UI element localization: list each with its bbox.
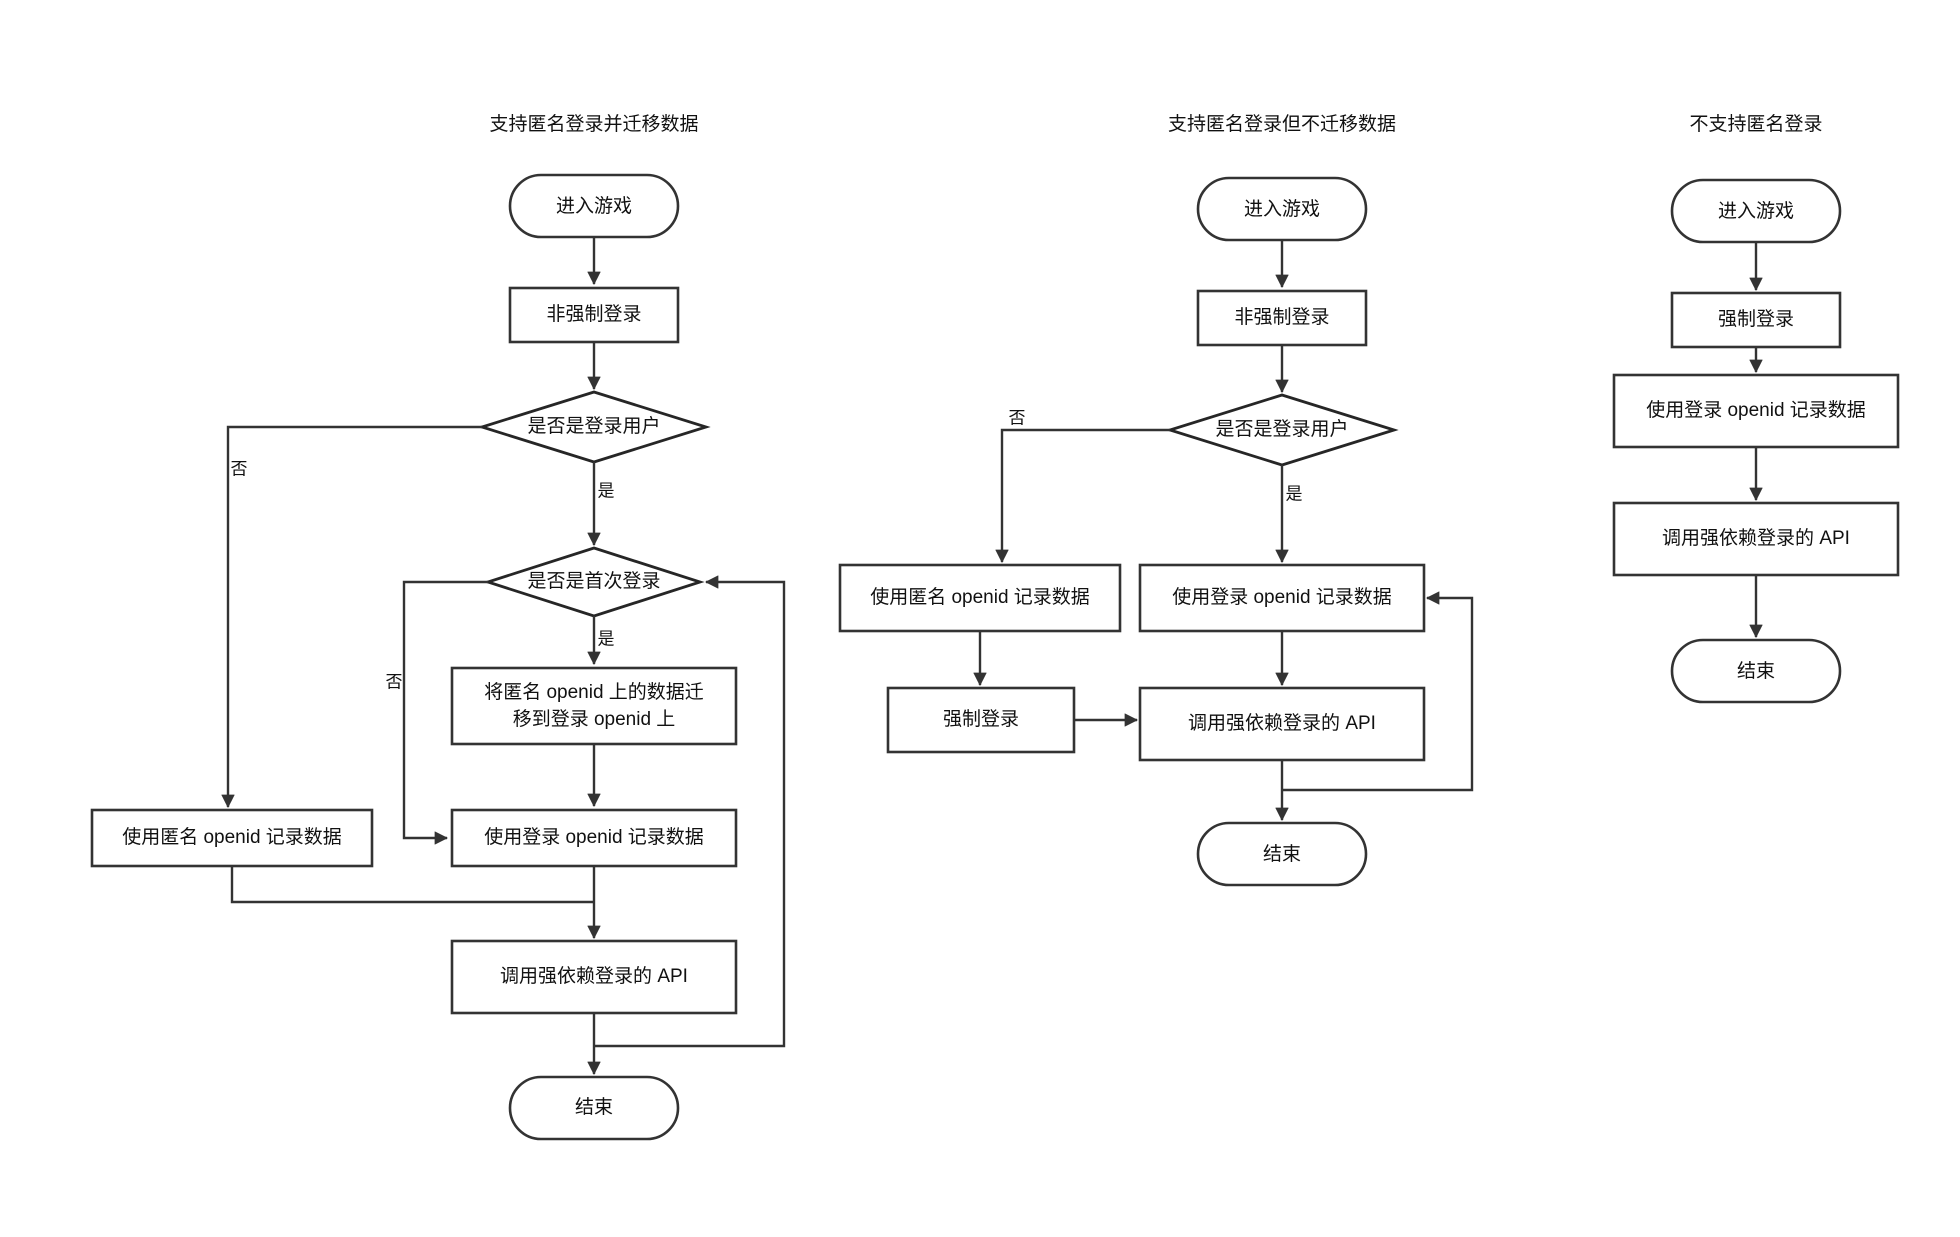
col2-edge-label-decision-no: 否 <box>1009 408 1026 427</box>
col2-loginmode-label: 非强制登录 <box>1234 306 1329 328</box>
col1-edge-label-decision2-yes: 是 <box>598 629 615 648</box>
col2-anon-record-node <box>838 563 1122 633</box>
col3-end-label: 结束 <box>1737 660 1775 682</box>
col2-start-label: 进入游戏 <box>1244 198 1320 220</box>
col2-force-login-label: 强制登录 <box>943 708 1019 730</box>
col1-end-node <box>508 1075 680 1141</box>
col1-edge-label-decision1-yes: 是 <box>598 481 615 500</box>
col2-call-api-label: 调用强依赖登录的 API <box>1188 712 1376 734</box>
col3-end-node <box>1670 638 1842 704</box>
column-3-group: 不支持匿名登录 进入游戏 强制登录 使用登录 openid 记录数据 调用强依赖… <box>1612 113 1900 704</box>
col1-anon-record-label: 使用匿名 openid 记录数据 <box>122 826 342 848</box>
col1-login-record-node <box>450 808 738 868</box>
col1-edge-feedback-loop <box>594 575 786 1048</box>
col2-edge-label-decision-yes: 是 <box>1286 484 1303 503</box>
col3-login-record-node <box>1612 373 1900 449</box>
col2-end-label: 结束 <box>1263 843 1301 865</box>
column-2-group: 支持匿名登录但不迁移数据 进入游戏 非强制登录 是否是登录用户 否 是 使用匿名… <box>838 113 1474 887</box>
col1-edge-decision1-no <box>221 425 482 809</box>
col2-call-api-node <box>1138 686 1426 762</box>
col2-anon-record-label: 使用匿名 openid 记录数据 <box>870 586 1090 608</box>
col2-edge-decision-no <box>995 428 1170 564</box>
col1-migrate-label-line2: 移到登录 openid 上 <box>513 708 676 730</box>
col1-edge-label-decision1-no: 否 <box>231 459 248 478</box>
col2-force-login-node <box>886 686 1076 754</box>
col1-login-record-label: 使用登录 openid 记录数据 <box>484 826 704 848</box>
col2-login-record-node <box>1138 563 1426 633</box>
col1-edge-decision2-no <box>402 580 488 845</box>
col3-call-api-label: 调用强依赖登录的 API <box>1662 527 1850 549</box>
col1-end-label: 结束 <box>575 1096 613 1118</box>
col1-edge-label-decision2-no: 否 <box>386 672 403 691</box>
column-1-group: 支持匿名登录并迁移数据 进入游戏 非强制登录 是否是登录用户 否 是 是否是首次… <box>90 113 786 1141</box>
column-3-title: 不支持匿名登录 <box>1689 113 1822 135</box>
col3-login-record-label: 使用登录 openid 记录数据 <box>1646 399 1866 421</box>
col1-migrate-node <box>450 666 738 746</box>
col3-force-login-label: 强制登录 <box>1718 308 1794 330</box>
col2-decision-is-logged-in-label: 是否是登录用户 <box>1215 418 1348 440</box>
col1-loginmode-node <box>508 286 680 344</box>
column-2-title: 支持匿名登录但不迁移数据 <box>1168 113 1396 135</box>
col1-call-api-label: 调用强依赖登录的 API <box>500 965 688 987</box>
col2-login-record-label: 使用登录 openid 记录数据 <box>1172 586 1392 608</box>
col1-decision-is-logged-in-label: 是否是登录用户 <box>527 415 660 437</box>
col2-end-node <box>1196 821 1368 887</box>
col1-edge-anonrecord-join <box>230 866 594 904</box>
col2-edge-feedback-loop <box>1282 591 1474 792</box>
col1-decision-first-login-label: 是否是首次登录 <box>527 570 660 592</box>
col1-loginmode-label: 非强制登录 <box>546 303 641 325</box>
col1-start-label: 进入游戏 <box>556 195 632 217</box>
column-1-title: 支持匿名登录并迁移数据 <box>489 113 698 135</box>
col3-start-label: 进入游戏 <box>1718 200 1794 222</box>
col1-migrate-label-line1: 将匿名 openid 上的数据迁 <box>484 681 704 703</box>
col1-call-api-node <box>450 939 738 1015</box>
